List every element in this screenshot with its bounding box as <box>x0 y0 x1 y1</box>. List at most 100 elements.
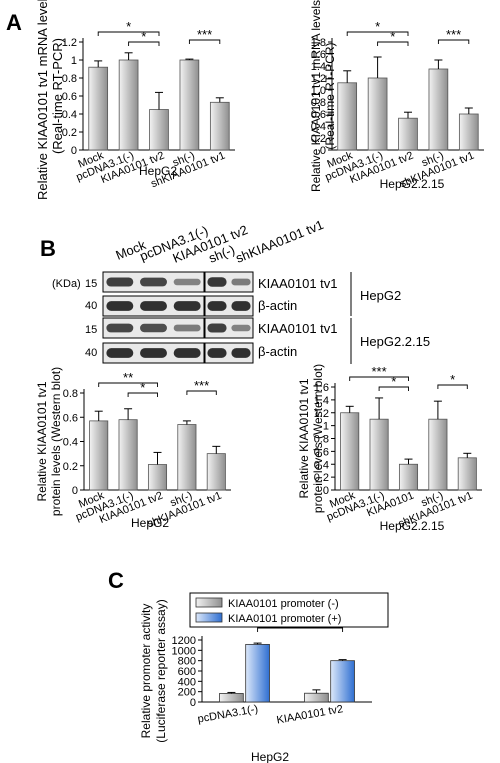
y-tick-label: 0.8 <box>311 97 326 109</box>
legend-swatch <box>195 597 223 608</box>
bar <box>147 464 168 491</box>
y-tick-label: 400 <box>178 676 196 688</box>
bar <box>428 68 449 151</box>
bar <box>219 693 244 703</box>
y-tick-label: 0 <box>71 145 77 157</box>
y-tick-label: 1 <box>323 421 329 433</box>
y-axis-label: (Real-time RT-PCR) <box>50 38 65 154</box>
blot-band <box>140 323 167 333</box>
x-axis-label: HepG2 <box>131 516 169 530</box>
blot-frame <box>204 342 254 364</box>
y-axis-label: (Luciferase reporter assay) <box>154 599 168 742</box>
legend: KIAA0101 promoter (-)KIAA0101 promoter (… <box>189 592 389 628</box>
y-axis-label: (Real-time RT-PCR) <box>323 42 337 149</box>
y-axis-label: Relative KIAA0101 tv1 mRNA levels <box>309 0 323 192</box>
y-tick-label: 0.8 <box>314 434 329 446</box>
bar <box>89 420 109 491</box>
significance-mark: * <box>126 19 131 34</box>
y-axis-label: Relative promoter activity <box>139 604 153 739</box>
y-tick-label: 1000 <box>172 645 196 657</box>
blot-band <box>231 301 251 311</box>
significance-bracket <box>437 39 470 44</box>
blot-band <box>140 301 167 311</box>
y-tick-label: 800 <box>178 656 196 668</box>
y-tick-label: 0.2 <box>63 461 78 473</box>
blot-frame <box>204 271 254 293</box>
y-tick-label: 1.2 <box>314 408 329 420</box>
significance-bracket <box>346 31 409 36</box>
legend-swatch <box>195 612 223 623</box>
blot-band <box>207 348 227 358</box>
panel-label-a: A <box>6 10 22 35</box>
panel-label-b: B <box>40 236 56 261</box>
significance-mark: * <box>375 19 380 34</box>
y-tick-label: 0.6 <box>311 109 326 121</box>
y-axis-label: Relative KIAA0101 tv1 mRNA levels <box>35 0 50 200</box>
x-axis-label: HepG2.2.15 <box>380 177 445 191</box>
y-tick-label: 1200 <box>172 635 196 647</box>
blot-band <box>106 277 134 287</box>
y-tick-label: 0 <box>320 145 326 157</box>
bar <box>245 643 270 703</box>
bar <box>367 77 388 151</box>
significance-mark: *** <box>372 364 387 379</box>
y-tick-label: 0.6 <box>62 91 77 103</box>
bar <box>457 457 477 491</box>
y-tick-label: 0.2 <box>62 127 77 139</box>
significance-mark: *** <box>197 27 212 42</box>
bar <box>118 419 138 491</box>
row-label: β-actin <box>258 344 297 359</box>
y-tick-label: 1.4 <box>311 61 326 73</box>
blot-band <box>173 301 201 311</box>
bar <box>337 82 358 151</box>
y-tick-label: 0.6 <box>63 412 78 424</box>
x-axis-label: HepG2 <box>139 164 177 178</box>
y-tick-label: 1.8 <box>311 37 326 49</box>
significance-bracket <box>188 39 221 44</box>
kda-label: (KDa) <box>52 278 81 290</box>
bar <box>398 463 419 491</box>
blot-band <box>173 278 201 286</box>
bar <box>398 117 418 151</box>
blot-band <box>173 324 201 332</box>
bar <box>209 101 230 151</box>
significance-mark: * <box>140 380 145 395</box>
size-marker: 40 <box>85 300 97 312</box>
y-tick-label: 1 <box>71 55 77 67</box>
significance-mark: * <box>390 29 395 44</box>
bar <box>304 692 329 703</box>
significance-mark: * <box>141 29 146 44</box>
western-blot: Mock pcDNA3.1(-) KIAA0101 tv2 sh(-) shKI… <box>52 217 430 364</box>
bar <box>369 418 389 491</box>
significance-mark: *** <box>194 378 209 393</box>
significance-mark: * <box>450 372 455 387</box>
blot-frame <box>204 295 254 317</box>
significance-bracket <box>128 41 160 46</box>
y-tick-label: 0.4 <box>63 437 78 449</box>
y-tick-label: 0.4 <box>62 109 77 121</box>
bar <box>149 109 169 151</box>
y-tick-label: 0.2 <box>314 472 329 484</box>
cell-line-label: HepG2.2.15 <box>360 334 430 349</box>
y-axis-label: protein levels (Western blot) <box>311 364 325 513</box>
x-axis-label: HepG2.2.15 <box>380 519 445 533</box>
significance-bracket <box>186 390 217 395</box>
bar <box>428 418 448 491</box>
x-axis-label: HepG2 <box>251 750 289 763</box>
bar <box>340 412 360 491</box>
significance-bracket <box>437 384 468 389</box>
y-axis-label: Relative KIAA0101 tv1 <box>35 381 49 501</box>
cell-line-label: HepG2 <box>360 288 401 303</box>
bar <box>179 59 200 151</box>
y-tick-label: 1.2 <box>311 73 326 85</box>
blot-band <box>231 278 251 286</box>
blot-band <box>207 301 227 311</box>
legend-label: KIAA0101 promoter (+) <box>228 613 341 625</box>
y-tick-label: 0.6 <box>314 446 329 458</box>
size-marker: 40 <box>85 347 97 359</box>
row-label: β-actin <box>258 298 297 313</box>
y-tick-label: 1.2 <box>62 37 77 49</box>
bar <box>88 66 109 151</box>
